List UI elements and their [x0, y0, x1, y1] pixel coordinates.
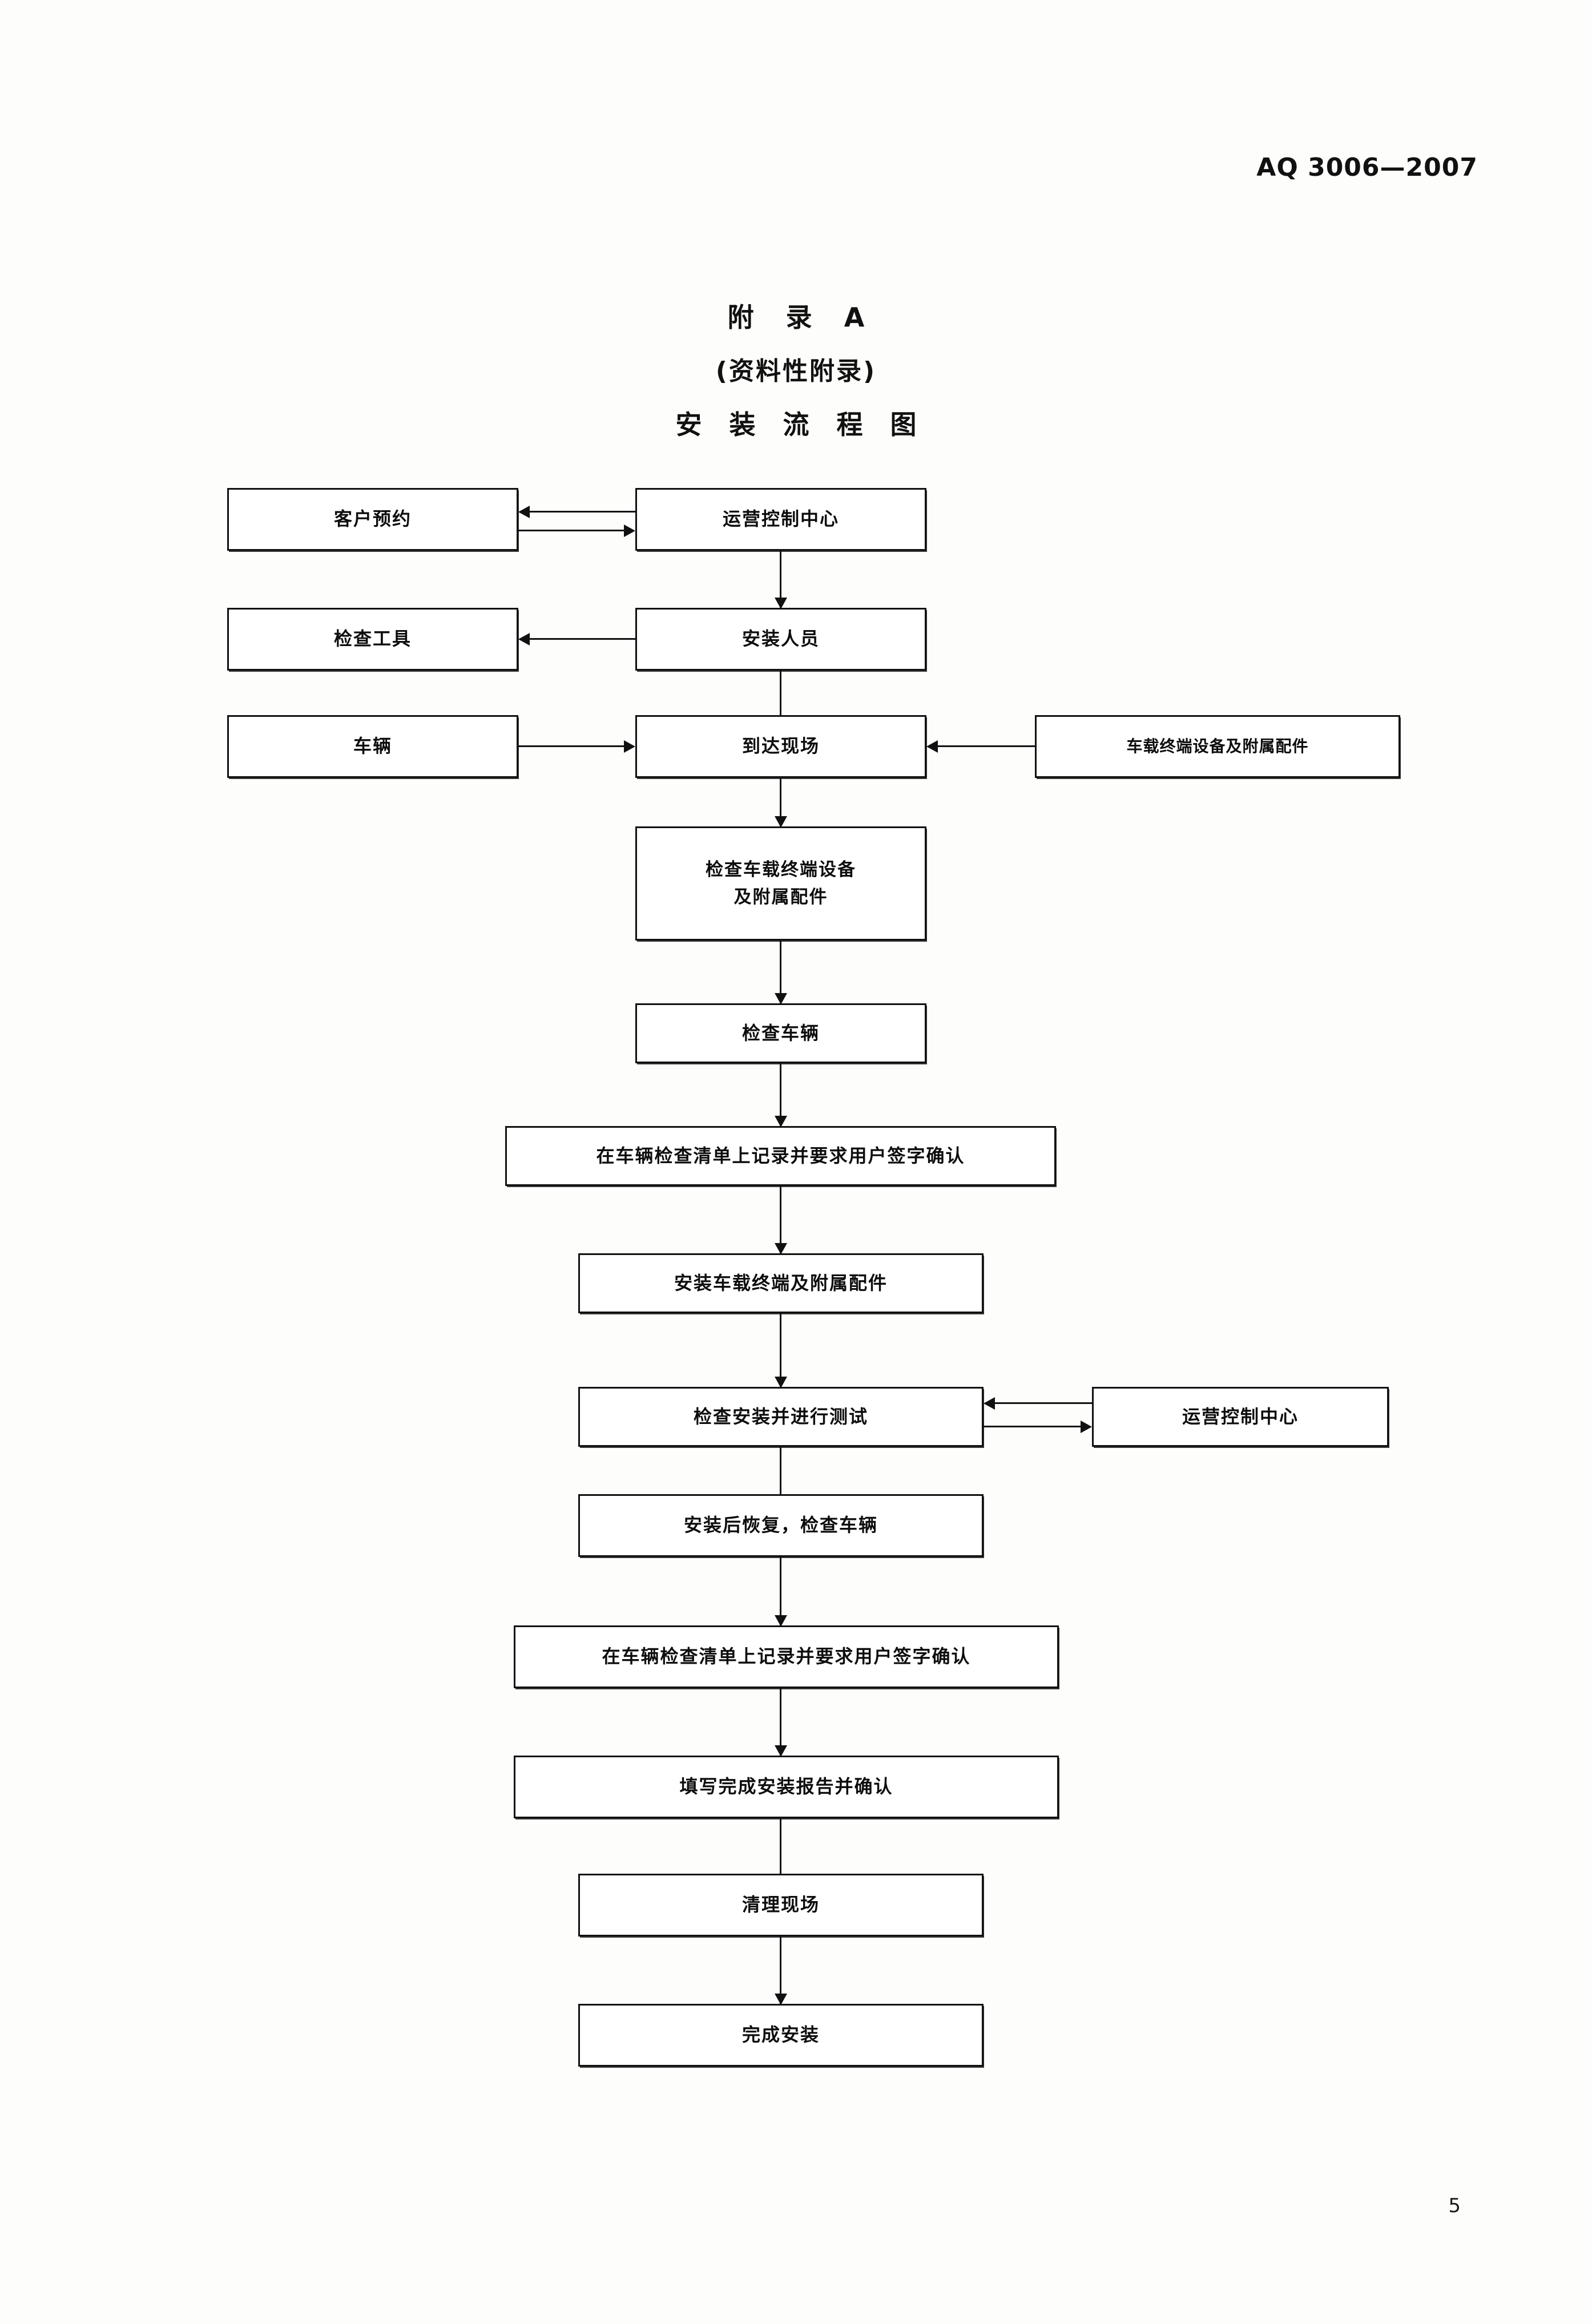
appendix-label: 附 录 A: [727, 302, 876, 333]
edge-checklist-to-install-line: [780, 1186, 781, 1253]
edge-booking-to-occ-arrow: [624, 524, 635, 537]
flow-node-check-terminal-equipment: 检查车载终端设备 及附属配件: [635, 826, 926, 941]
appendix-title-block: 附 录 A (资料性附录) 安 装 流 程 图: [0, 297, 1592, 442]
edge-test-to-restore-line: [780, 1447, 781, 1504]
flow-node-check-install-and-test: 检查安装并进行测试: [578, 1387, 984, 1447]
edge-vehicle-to-onsite-arrow: [624, 740, 635, 753]
flow-node-restore-and-check-vehicle: 安装后恢复，检查车辆: [578, 1494, 984, 1557]
edge-vehicle-to-onsite-line: [518, 745, 626, 747]
page-number: 5: [1448, 2194, 1461, 2217]
flow-node-vehicle: 车辆: [227, 715, 518, 778]
flow-node-install-terminal: 安装车载终端及附属配件: [578, 1253, 984, 1313]
flow-node-finish-installation: 完成安装: [578, 2004, 984, 2067]
edge-check-vehicle-to-checklist-line: [780, 1063, 781, 1126]
flow-node-record-checklist-sign-2: 在车辆检查清单上记录并要求用户签字确认: [514, 1625, 1059, 1688]
edge-restore-to-checklist2-arrow: [775, 1615, 787, 1627]
edge-occ-to-booking-line: [528, 511, 635, 513]
flow-node-operation-control-center-bottom: 运营控制中心: [1092, 1387, 1389, 1447]
edge-checklist-to-install-arrow: [775, 1243, 787, 1254]
standard-code-header: AQ 3006—2007: [1256, 153, 1478, 182]
edge-check-vehicle-to-checklist-arrow: [775, 1116, 787, 1127]
edge-restore-to-checklist2-line: [780, 1557, 781, 1625]
edge-check-equipment-to-check-vehicle-arrow: [775, 993, 787, 1004]
flow-node-record-checklist-sign-1: 在车辆检查清单上记录并要求用户签字确认: [505, 1126, 1056, 1186]
flow-node-terminal-equipment: 车载终端设备及附属配件: [1035, 715, 1400, 778]
edge-equipment-to-onsite-line: [936, 745, 1035, 747]
flow-node-check-vehicle: 检查车辆: [635, 1003, 926, 1063]
edge-cleanup-to-finish-arrow: [775, 1994, 787, 2005]
flow-node-check-tools: 检查工具: [227, 608, 518, 671]
edge-test-to-occ2-line: [984, 1426, 1082, 1427]
flow-node-customer-booking: 客户预约: [227, 488, 518, 551]
edge-check-equipment-to-check-vehicle-line: [780, 941, 781, 1003]
edge-checklist2-to-report-line: [780, 1688, 781, 1756]
edge-equipment-to-onsite-arrow: [926, 740, 938, 753]
edge-occ-to-booking-arrow: [518, 506, 530, 518]
edge-cleanup-to-finish-line: [780, 1936, 781, 2004]
edge-checklist2-to-report-arrow: [775, 1745, 787, 1757]
flow-node-installer: 安装人员: [635, 608, 926, 671]
flow-node-arrive-onsite: 到达现场: [635, 715, 926, 778]
edge-installer-to-onsite-line: [780, 671, 781, 728]
flow-node-cleanup-site: 清理现场: [578, 1874, 984, 1936]
edge-occ-to-installer-arrow: [775, 598, 787, 609]
edge-booking-to-occ-line: [518, 530, 626, 531]
edge-installer-to-tools-arrow: [518, 633, 530, 645]
edge-install-to-test-arrow: [775, 1377, 787, 1388]
flow-node-fill-install-report: 填写完成安装报告并确认: [514, 1756, 1059, 1818]
flow-node-operation-control-center-top: 运营控制中心: [635, 488, 926, 551]
edge-test-to-occ2-arrow: [1081, 1421, 1092, 1433]
edge-occ2-to-test-line: [993, 1402, 1092, 1404]
edge-occ-to-installer-line: [780, 551, 781, 608]
edge-onsite-to-check-equipment-arrow: [775, 816, 787, 828]
edge-report-to-cleanup-line: [780, 1818, 781, 1886]
appendix-subtitle: (资料性附录): [715, 357, 877, 386]
edge-installer-to-tools-line: [528, 638, 635, 640]
edge-onsite-to-check-equipment-line: [780, 778, 781, 826]
edge-occ2-to-test-arrow: [984, 1397, 995, 1410]
appendix-name: 安 装 流 程 图: [675, 409, 926, 440]
edge-install-to-test-line: [780, 1313, 781, 1387]
